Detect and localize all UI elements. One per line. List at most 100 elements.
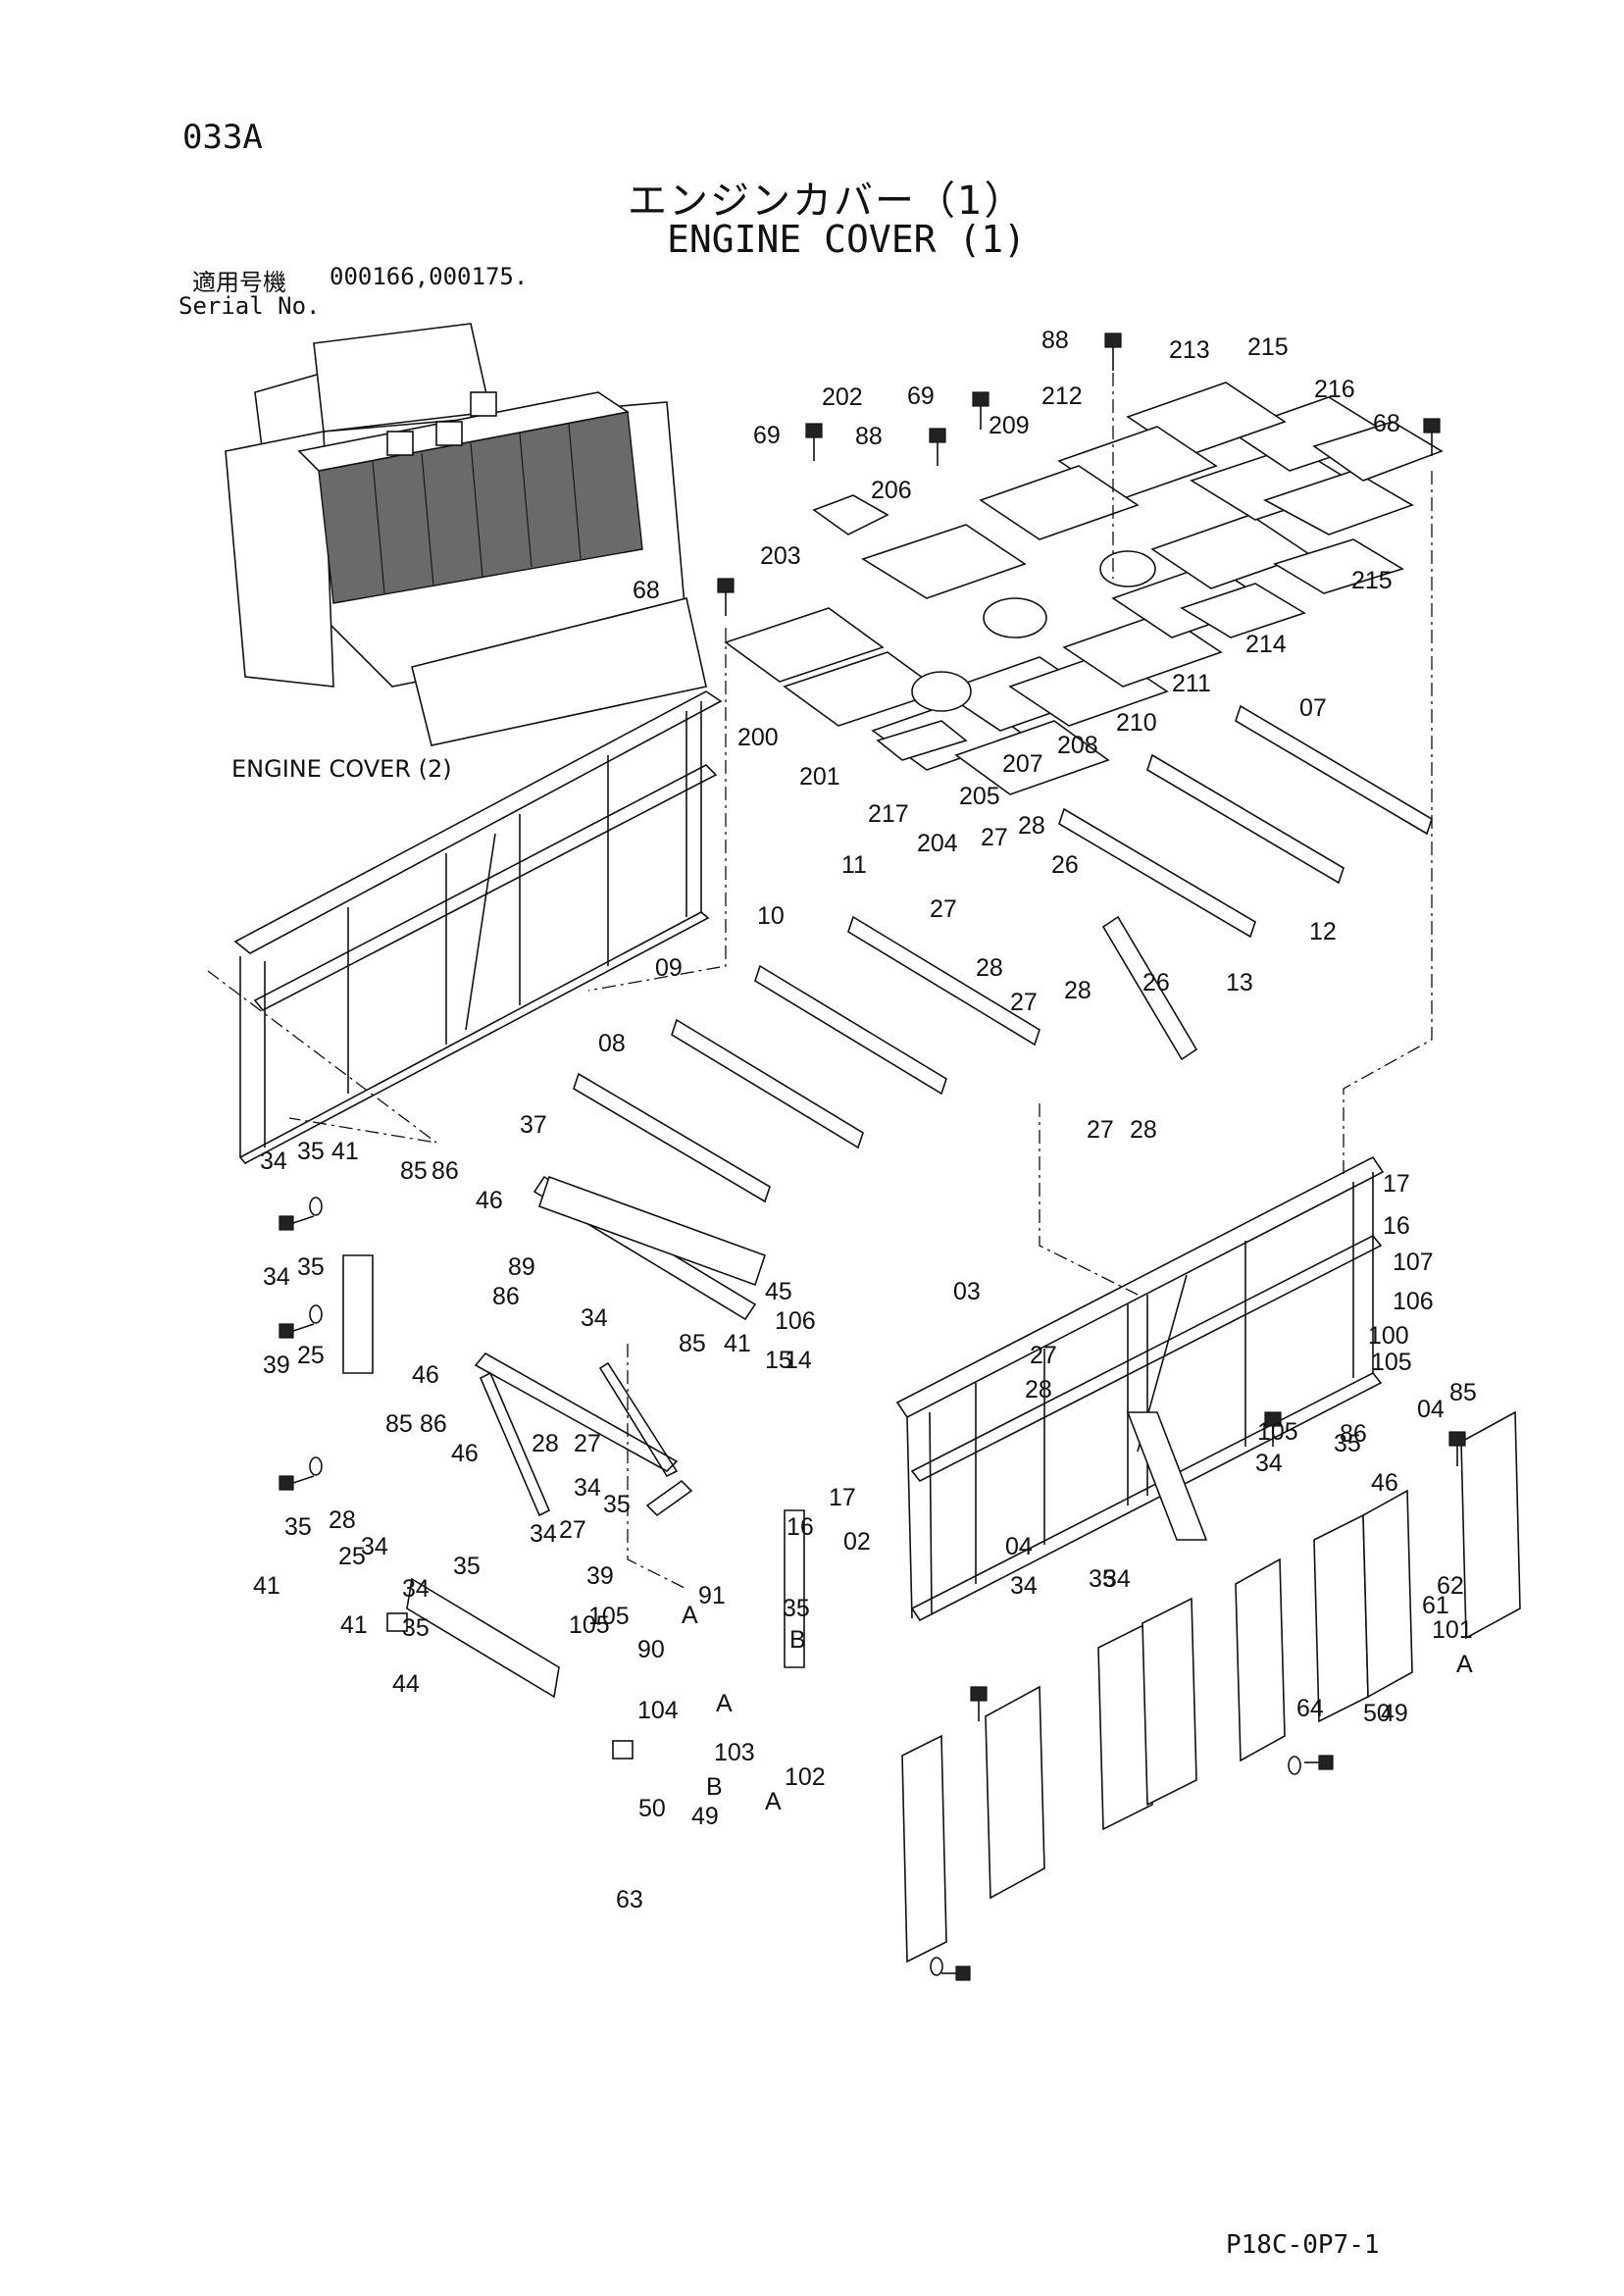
part-callout-46: 46 <box>412 1361 439 1389</box>
part-callout-211: 211 <box>1172 670 1211 697</box>
part-callout-13: 13 <box>1226 969 1253 996</box>
part-callout-44: 44 <box>392 1670 420 1698</box>
part-callout-28: 28 <box>1130 1116 1157 1144</box>
part-callout-49: 49 <box>691 1803 719 1830</box>
part-callout-50: 50 <box>638 1795 666 1822</box>
part-callout-35: 35 <box>1334 1430 1361 1457</box>
bolt-icon <box>1448 1431 1466 1466</box>
part-callout-34: 34 <box>361 1533 388 1560</box>
part-callout-205: 205 <box>959 783 1000 810</box>
part-callout-209: 209 <box>989 412 1030 439</box>
part-callout-206: 206 <box>871 477 912 504</box>
washer-icon <box>309 1304 323 1324</box>
bolt-icon <box>929 428 946 466</box>
part-callout-A: A <box>765 1788 782 1815</box>
clip-icon <box>386 1612 408 1632</box>
part-callout-35: 35 <box>783 1595 810 1622</box>
part-callout-B: B <box>706 1773 723 1801</box>
part-callout-39: 39 <box>263 1352 290 1379</box>
part-callout-35: 35 <box>1089 1565 1116 1593</box>
part-callout-28: 28 <box>1025 1376 1052 1403</box>
part-callout-35: 35 <box>297 1253 325 1281</box>
washer-icon <box>309 1456 323 1476</box>
part-callout-201: 201 <box>799 763 840 791</box>
part-callout-35: 35 <box>402 1614 430 1642</box>
part-callout-34: 34 <box>402 1575 430 1603</box>
side-door-panels <box>901 1410 1521 1964</box>
part-callout-214: 214 <box>1245 631 1287 658</box>
engine-cover-2-reference-label: ENGINE COVER (2) <box>231 755 452 783</box>
clip-icon <box>612 1740 634 1760</box>
part-callout-102: 102 <box>785 1763 826 1791</box>
bolt-icon <box>941 1965 971 1981</box>
bolt-icon <box>1423 418 1441 456</box>
part-callout-41: 41 <box>724 1330 751 1357</box>
part-callout-41: 41 <box>331 1138 359 1165</box>
part-callout-107: 107 <box>1393 1249 1434 1276</box>
part-callout-27: 27 <box>981 824 1008 851</box>
part-callout-104: 104 <box>637 1697 679 1724</box>
bolt-icon <box>279 1323 315 1339</box>
fasteners <box>279 332 1466 1981</box>
title-english: ENGINE COVER (1) <box>667 218 1027 261</box>
bolt-icon <box>279 1475 315 1491</box>
part-callout-46: 46 <box>476 1187 503 1214</box>
part-callout-46: 46 <box>1371 1469 1398 1497</box>
bolt-icon <box>1264 1411 1282 1447</box>
part-callout-85: 85 <box>385 1410 413 1438</box>
part-callout-90: 90 <box>637 1636 665 1663</box>
bolt-icon <box>1304 1755 1334 1770</box>
part-callout-16: 16 <box>1383 1212 1410 1240</box>
brackets-and-braces <box>342 1175 1208 1699</box>
part-callout-28: 28 <box>1064 977 1091 1004</box>
part-callout-217: 217 <box>868 800 909 828</box>
part-callout-12: 12 <box>1309 918 1337 945</box>
part-callout-105: 105 <box>1371 1349 1412 1376</box>
title-japanese: エンジンカバー（1） <box>628 179 1026 224</box>
part-callout-17: 17 <box>1383 1170 1410 1198</box>
serial-label-japanese: 適用号機 <box>192 269 286 296</box>
part-callout-212: 212 <box>1041 383 1083 410</box>
part-callout-68: 68 <box>633 577 660 604</box>
part-callout-203: 203 <box>760 542 801 570</box>
part-callout-204: 204 <box>917 830 958 857</box>
washer-icon <box>1288 1756 1301 1775</box>
part-callout-41: 41 <box>340 1611 368 1639</box>
part-callout-34: 34 <box>574 1474 601 1502</box>
part-callout-37: 37 <box>520 1111 547 1139</box>
part-callout-69: 69 <box>753 422 781 449</box>
part-callout-215: 215 <box>1351 567 1393 594</box>
part-callout-34: 34 <box>260 1148 287 1175</box>
part-callout-86: 86 <box>492 1283 520 1310</box>
bolt-icon <box>972 391 990 430</box>
part-callout-27: 27 <box>1010 989 1038 1016</box>
part-callout-49: 49 <box>1381 1700 1408 1727</box>
part-callout-86: 86 <box>1340 1420 1367 1448</box>
part-callout-91: 91 <box>698 1582 726 1609</box>
part-callout-A: A <box>682 1602 698 1629</box>
part-callout-26: 26 <box>1142 969 1170 996</box>
part-callout-62: 62 <box>1437 1572 1464 1600</box>
part-callout-208: 208 <box>1057 732 1098 759</box>
part-callout-41: 41 <box>253 1572 280 1600</box>
bolt-icon <box>805 423 823 461</box>
part-callout-69: 69 <box>907 383 935 410</box>
part-callout-A: A <box>1456 1651 1473 1678</box>
part-callout-34: 34 <box>581 1304 608 1332</box>
part-callout-105: 105 <box>569 1611 610 1639</box>
bolt-icon <box>1104 332 1122 371</box>
drawing-footer-code: P18C-0P7-1 <box>1226 2230 1380 2260</box>
part-callout-34: 34 <box>1255 1450 1283 1477</box>
part-callout-35: 35 <box>603 1491 631 1518</box>
page-code: 033A <box>182 118 263 157</box>
bolt-icon <box>279 1215 315 1231</box>
part-callout-101: 101 <box>1432 1616 1473 1644</box>
part-callout-11: 11 <box>841 851 867 879</box>
part-callout-34: 34 <box>263 1263 290 1291</box>
part-callout-27: 27 <box>1087 1116 1114 1144</box>
part-callout-45: 45 <box>765 1278 792 1305</box>
part-callout-88: 88 <box>1041 327 1069 354</box>
